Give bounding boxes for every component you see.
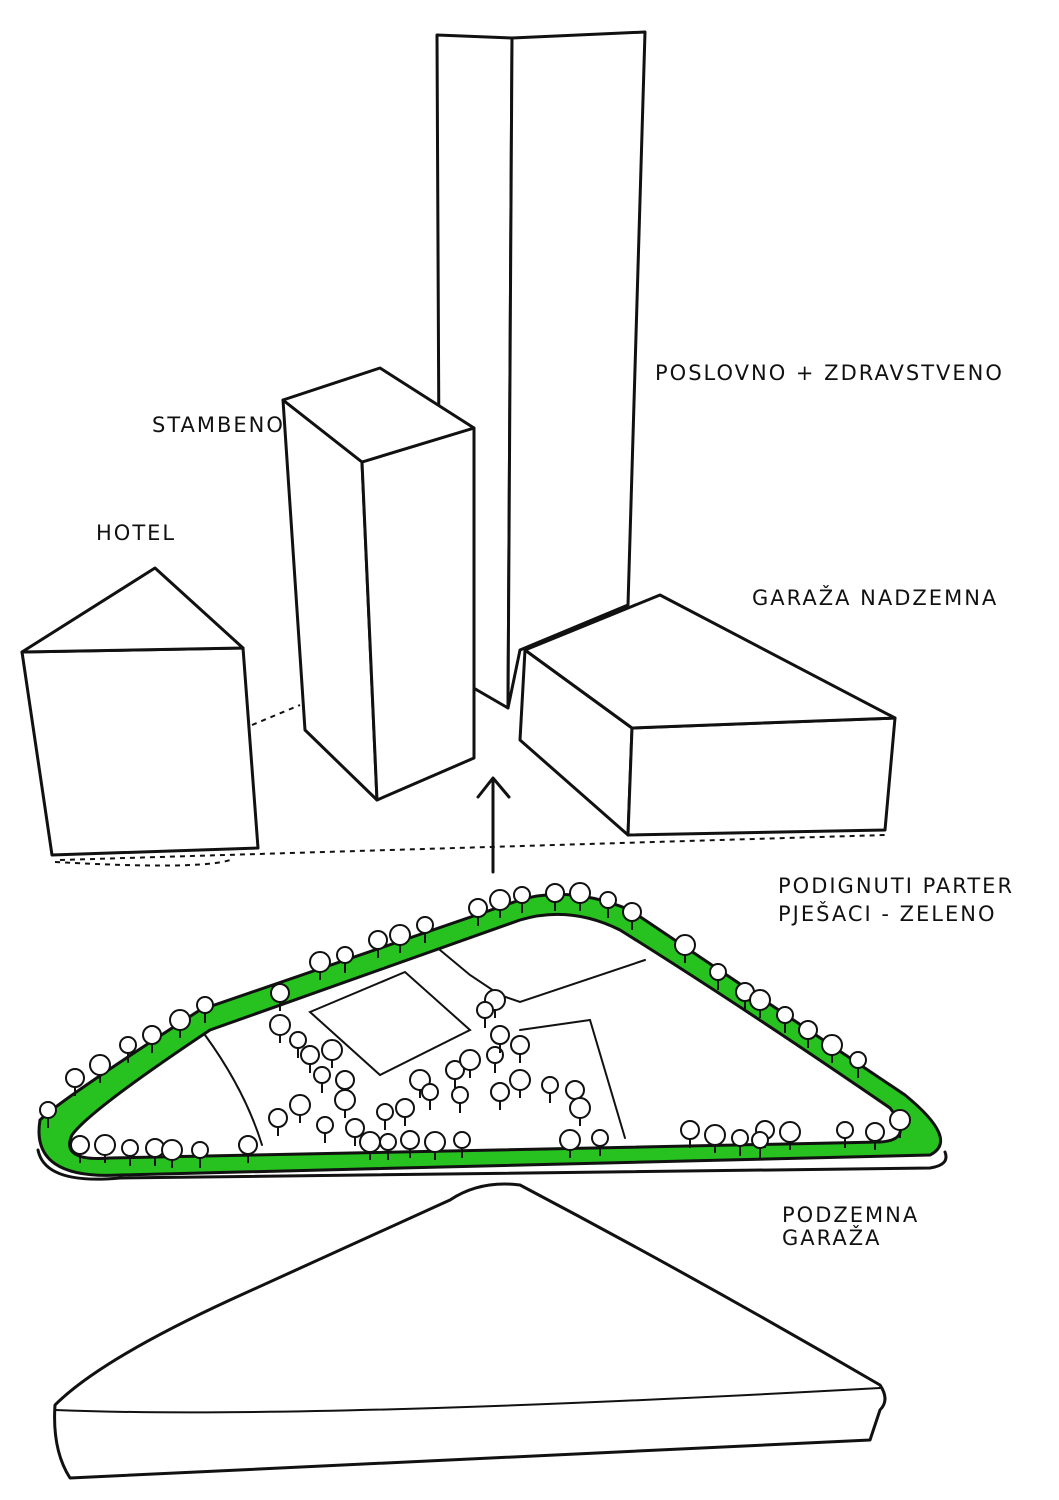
tree-icon <box>680 1120 700 1148</box>
tree-icon <box>395 1098 415 1126</box>
underground-garage-label-1: PODZEMNA <box>782 1203 919 1227</box>
tree-icon <box>161 1139 183 1168</box>
tree-group <box>39 882 911 1168</box>
tree-icon <box>541 1076 559 1103</box>
tree-icon <box>704 1124 726 1153</box>
hotel-block <box>20 566 260 857</box>
tree-icon <box>70 1135 90 1163</box>
tree-icon <box>289 1031 307 1058</box>
residential-label: STAMBENO <box>152 413 285 437</box>
tree-icon <box>316 1116 334 1143</box>
tree-icon <box>368 930 388 958</box>
tree-icon <box>510 1035 530 1063</box>
tree-icon <box>121 1139 139 1166</box>
tree-icon <box>776 1006 794 1033</box>
tree-icon <box>513 886 531 913</box>
tree-icon <box>376 1103 394 1130</box>
underground-garage <box>53 1182 887 1480</box>
ground-outline <box>54 704 886 867</box>
tree-icon <box>749 989 771 1018</box>
tree-icon <box>865 1122 885 1150</box>
tree-icon <box>196 996 214 1023</box>
tree-icon <box>779 1121 801 1150</box>
garage-above-block <box>518 593 897 837</box>
tree-icon <box>89 1054 111 1083</box>
residential-block <box>281 366 476 802</box>
office-health-label: POSLOVNO + ZDRAVSTVENO <box>655 361 1004 385</box>
tree-icon <box>489 889 511 918</box>
tree-icon <box>269 1014 291 1043</box>
tree-icon <box>569 1097 591 1126</box>
tree-icon <box>559 1129 581 1158</box>
tree-icon <box>509 1069 531 1098</box>
tree-icon <box>421 1083 439 1110</box>
tree-icon <box>709 963 727 990</box>
tree-icon <box>268 1108 288 1136</box>
tree-icon <box>416 916 434 943</box>
tree-icon <box>459 1049 481 1078</box>
tree-icon <box>490 1082 510 1110</box>
tree-icon <box>379 1133 397 1160</box>
tree-icon <box>622 902 642 930</box>
raised-plinth-label-1: PODIGNUTI PARTER <box>778 874 1014 898</box>
tree-icon <box>798 1020 818 1048</box>
tree-icon <box>169 1009 191 1038</box>
raised-plinth-label-2: PJEŠACI - ZELENO <box>778 901 997 926</box>
tree-icon <box>424 1131 446 1160</box>
tree-icon <box>94 1134 116 1163</box>
garage-above-label: GARAŽA NADZEMNA <box>752 585 998 610</box>
tree-icon <box>674 934 696 963</box>
tree-icon <box>591 1129 609 1156</box>
arrow-up-icon <box>476 776 511 874</box>
tree-icon <box>345 1118 365 1146</box>
tree-icon <box>821 1034 843 1063</box>
tree-icon <box>321 1039 343 1068</box>
raised-plinth <box>36 892 948 1181</box>
tree-icon <box>476 1001 494 1028</box>
hotel-label: HOTEL <box>96 521 176 545</box>
tree-icon <box>889 1109 911 1138</box>
tree-icon <box>490 1025 510 1053</box>
tree-icon <box>389 924 411 953</box>
tree-icon <box>65 1068 85 1096</box>
tree-icon <box>569 882 591 911</box>
tree-icon <box>334 1089 356 1118</box>
tree-icon <box>836 1121 854 1148</box>
tree-icon <box>731 1129 749 1156</box>
tree-icon <box>289 1094 311 1123</box>
tree-icon <box>142 1025 162 1053</box>
tree-icon <box>451 1086 469 1113</box>
tree-icon <box>300 1045 320 1073</box>
tree-icon <box>468 898 488 926</box>
tree-icon <box>545 883 565 911</box>
tree-icon <box>849 1051 867 1078</box>
tree-icon <box>191 1141 209 1168</box>
tree-icon <box>599 891 617 918</box>
tree-icon <box>336 946 354 973</box>
tree-icon <box>453 1131 471 1158</box>
tree-icon <box>445 1060 465 1088</box>
tree-icon <box>313 1066 331 1093</box>
tree-icon <box>270 983 290 1011</box>
tree-icon <box>751 1131 769 1158</box>
tree-icon <box>119 1036 137 1063</box>
tree-icon <box>309 951 331 980</box>
tree-icon <box>238 1135 258 1163</box>
tree-icon <box>39 1101 57 1128</box>
underground-garage-label-2: GARAŽA <box>782 1225 882 1250</box>
tree-icon <box>400 1130 420 1158</box>
